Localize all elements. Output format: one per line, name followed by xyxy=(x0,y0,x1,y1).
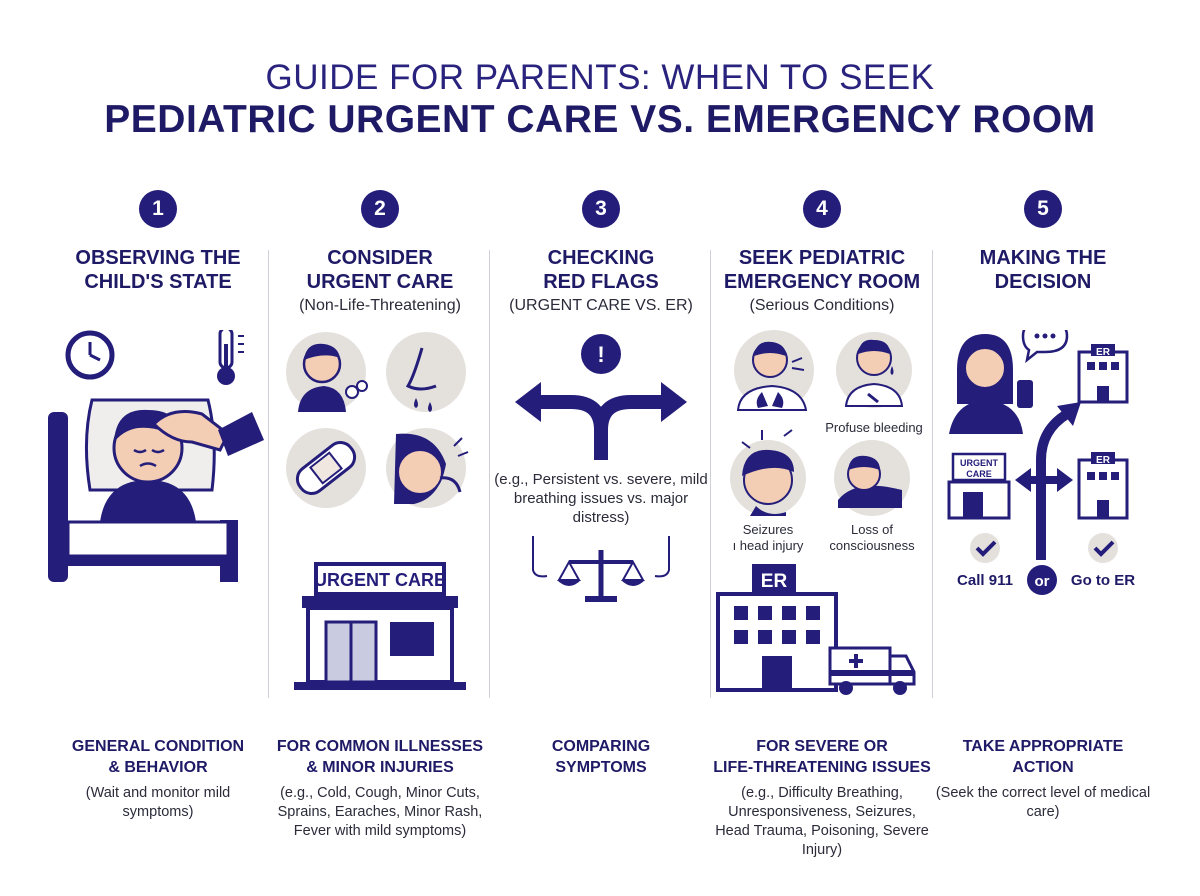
earache-icon xyxy=(386,428,469,508)
step-number-badge: 3 xyxy=(582,190,620,228)
red-flags-illustration: ! xyxy=(515,334,687,602)
title-line-2: PEDIATRIC URGENT CARE VS. EMERGENCY ROOM xyxy=(104,98,1096,141)
parent-on-phone-icon xyxy=(949,334,1033,434)
step-number-badge: 2 xyxy=(361,190,399,228)
svg-text:ER: ER xyxy=(1096,455,1111,466)
decision-illustration: ER URGENT CARE ER xyxy=(947,330,1135,595)
parent-hand-icon xyxy=(151,410,264,456)
runny-nose-icon xyxy=(386,332,466,412)
loss-of-label: Loss of xyxy=(851,522,893,537)
serious-conditions-illustration: Profuse bleeding Seizures ı head injury … xyxy=(716,330,923,695)
go-to-er-label: Go to ER xyxy=(1071,572,1135,589)
column-divider xyxy=(489,250,490,698)
step-note: (Seek the correct level of medical care) xyxy=(935,785,1151,820)
red-flag-example-text: (e.g., Persistent vs. severe, mild breat… xyxy=(494,471,708,526)
decision-arrows-icon xyxy=(1015,402,1081,560)
bandage-icon xyxy=(286,428,366,508)
alert-icon: ! xyxy=(581,334,621,374)
hospital-bottom-icon: ER xyxy=(1077,452,1129,520)
clock-icon xyxy=(65,330,115,380)
or-label: or xyxy=(1035,573,1050,590)
thermometer-icon xyxy=(217,330,244,385)
urgent-care-small-icon: URGENT CARE xyxy=(947,452,1011,520)
or-badge xyxy=(1027,565,1057,595)
urgent-care-building-icon: URGENT CARE xyxy=(294,562,466,690)
svg-text:CARE: CARE xyxy=(966,469,992,479)
breathing-difficulty-icon xyxy=(734,330,814,411)
consciousness-label: consciousness xyxy=(829,538,915,553)
minor-conditions-illustration: URGENT CARE xyxy=(286,332,469,690)
call-911-label: Call 911 xyxy=(957,572,1013,589)
cough-icon xyxy=(286,332,368,412)
step-note: (e.g., Cold, Cough, Minor Cuts, Sprains,… xyxy=(277,785,483,839)
step-caption: FOR COMMON ILLNESSES& MINOR INJURIES xyxy=(276,738,484,776)
step-caption: GENERAL CONDITION& BEHAVIOR xyxy=(71,738,245,776)
bleeding-label: Profuse bleeding xyxy=(825,420,923,435)
seizures-label: Seizures xyxy=(743,522,794,537)
speech-bubble-icon xyxy=(1021,330,1069,364)
scales-icon xyxy=(532,536,670,602)
step-number-badge: 1 xyxy=(139,190,177,228)
split-arrow-icon xyxy=(515,382,687,460)
column-divider xyxy=(268,250,269,698)
svg-text:URGENT: URGENT xyxy=(960,458,999,468)
urgent-care-sign: URGENT CARE xyxy=(314,570,446,590)
title-line-1: GUIDE FOR PARENTS: WHEN TO SEEK xyxy=(265,58,935,97)
head-injury-label: ı head injury xyxy=(733,538,804,553)
bleeding-child-icon xyxy=(836,332,912,408)
ambulance-icon xyxy=(828,646,916,695)
step-number-badge: 4 xyxy=(803,190,841,228)
step-subheading: (Serious Conditions) xyxy=(749,297,895,314)
step-note: (e.g., Difficulty Breathing, Unresponsiv… xyxy=(715,785,929,858)
check-icon xyxy=(1088,533,1118,563)
er-sign: ER xyxy=(761,571,788,592)
step-note: (Wait and monitor mild symptoms) xyxy=(85,785,231,820)
step-subheading: (URGENT CARE VS. ER) xyxy=(509,297,693,314)
unconscious-child-icon xyxy=(834,440,910,516)
sick-child-in-bed-illustration xyxy=(48,330,264,582)
check-icon xyxy=(970,533,1000,563)
svg-text:ER: ER xyxy=(1096,347,1111,358)
seizure-icon xyxy=(730,429,806,516)
step-subheading: (Non-Life-Threatening) xyxy=(299,297,461,314)
hospital-building-icon: ER xyxy=(716,564,838,692)
hospital-top-icon: ER xyxy=(1077,344,1129,404)
column-divider xyxy=(710,250,711,698)
svg-text:!: ! xyxy=(597,342,604,367)
step-number-badge: 5 xyxy=(1024,190,1062,228)
column-divider xyxy=(932,250,933,698)
